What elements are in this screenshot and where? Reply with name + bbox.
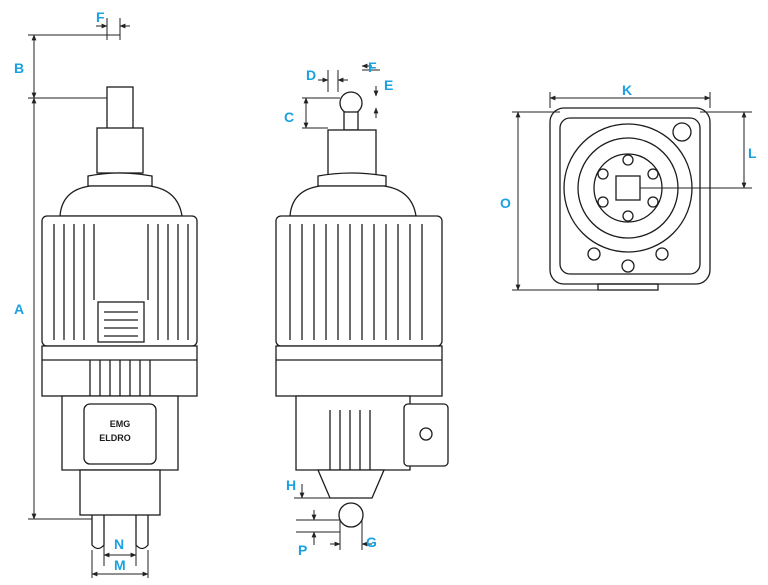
label-B: B: [14, 60, 24, 76]
dome: [59, 185, 183, 217]
label-P: P: [298, 542, 307, 558]
top-cap: [87, 172, 153, 187]
label-K: K: [622, 82, 632, 98]
label-M: M: [114, 557, 126, 573]
front-dimensions: [28, 18, 149, 578]
top-view: [549, 107, 711, 291]
brand-top: EMG: [110, 419, 131, 429]
terminal-box: [83, 403, 157, 465]
side-motor-body: [275, 215, 443, 347]
cooling-fins: [53, 224, 189, 340]
label-L: L: [748, 145, 757, 161]
bottom-eye: [338, 502, 364, 528]
label-H: H: [286, 477, 296, 493]
side-rod-guide: [327, 129, 377, 177]
side-terminal-box: [403, 403, 449, 467]
side-cooling-fins: [289, 224, 423, 340]
rod-guide: [96, 127, 144, 174]
brand-bottom: ELDRO: [99, 433, 131, 443]
base: [79, 469, 161, 516]
top-eye: [339, 91, 363, 115]
label-A: A: [14, 301, 24, 317]
label-F-front: F: [96, 9, 105, 25]
label-F-side: F: [368, 59, 377, 75]
top-dimensions: [512, 92, 752, 291]
label-G: G: [366, 534, 377, 550]
top-view-frame: [549, 107, 711, 285]
front-view: [41, 86, 198, 550]
side-lower-housing: [295, 395, 411, 471]
side-lower-band: [275, 345, 443, 397]
side-dimensions: [294, 63, 380, 550]
piston-rod: [106, 86, 134, 131]
label-O: O: [500, 195, 511, 211]
label-N: N: [114, 536, 124, 552]
rating-plate: [97, 301, 145, 343]
dimension-labels: F B A N M D F E C H P G K L O: [14, 9, 757, 573]
label-E: E: [384, 77, 393, 93]
label-C: C: [284, 109, 294, 125]
side-view: [275, 91, 449, 528]
side-base: [317, 469, 385, 499]
label-D: D: [306, 67, 316, 83]
side-dome: [289, 185, 417, 217]
